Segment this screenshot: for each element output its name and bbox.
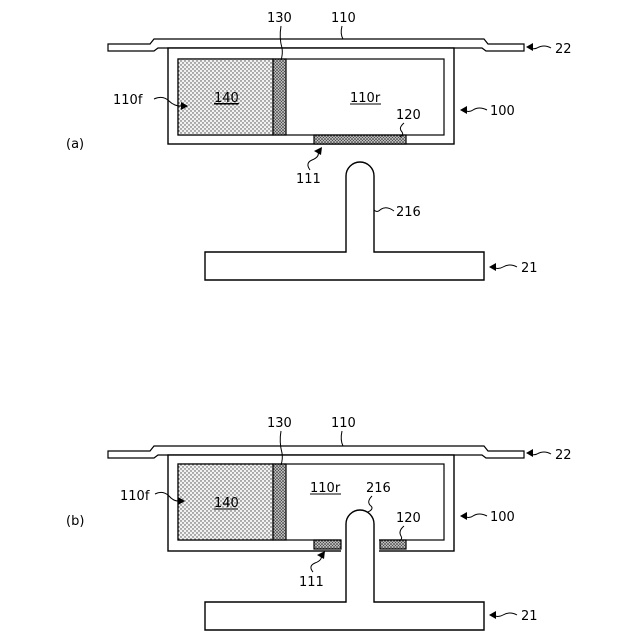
membrane-120-right <box>380 540 406 549</box>
label-separator-b: 130 <box>267 416 292 431</box>
membrane-120-left <box>314 540 341 549</box>
panel-a-label: (a) <box>66 137 84 152</box>
leader-cover <box>341 26 343 39</box>
label-module: 100 <box>490 104 515 119</box>
label-opening-b: 111 <box>299 575 324 590</box>
arrow-module <box>460 106 467 114</box>
label-front-chamber: 110f <box>113 93 143 108</box>
panel-b: (b) 130 110 22 110f 140 110r 216 <box>66 416 572 630</box>
label-base-b: 21 <box>521 609 538 624</box>
label-opening: 111 <box>296 172 321 187</box>
label-cover-b: 110 <box>331 416 356 431</box>
label-membrane-b: 120 <box>396 511 421 526</box>
membrane-120 <box>314 135 406 144</box>
label-protrusion-b: 216 <box>366 481 391 496</box>
label-plate-b: 22 <box>555 448 572 463</box>
label-cover: 110 <box>331 11 356 26</box>
label-base: 21 <box>521 261 538 276</box>
panel-a: (a) 130 110 22 110f 140 110r 120 100 <box>66 11 572 280</box>
base-21 <box>205 162 484 280</box>
arrow-base <box>489 263 496 271</box>
leader-opening <box>308 151 318 170</box>
label-separator: 130 <box>267 11 292 26</box>
leader-cover-b <box>341 431 343 446</box>
label-protrusion: 216 <box>396 205 421 220</box>
separator-130-b <box>273 464 286 540</box>
arrow-plate <box>526 43 533 51</box>
leader-protrusion <box>374 208 394 212</box>
separator-130 <box>273 59 286 135</box>
label-front-chamber-b: 110f <box>120 489 150 504</box>
arrow-base-b <box>489 611 496 619</box>
leader-opening-b <box>311 555 321 572</box>
panel-b-label: (b) <box>66 514 84 529</box>
label-membrane: 120 <box>396 108 421 123</box>
label-module-b: 100 <box>490 510 515 525</box>
label-plate: 22 <box>555 42 572 57</box>
arrow-plate-b <box>526 449 533 457</box>
arrow-module-b <box>460 512 467 520</box>
